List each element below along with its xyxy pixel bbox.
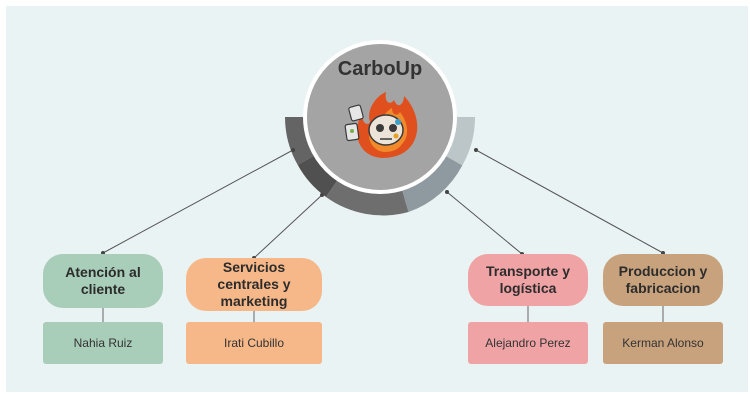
department-box-atencion-cliente: Atención al cliente [43,254,163,308]
person-name: Irati Cubillo [223,336,285,350]
department-label: Transporte y logística [485,263,571,296]
person-name: Nahia Ruiz [73,336,133,350]
connector-line [446,191,523,255]
connector-dot [474,148,478,152]
person-name: Alejandro Perez [485,336,571,350]
connector-dot [291,148,295,152]
person-name: Kerman Alonso [622,336,704,350]
connector-dot [445,190,449,194]
burning-skull-logo-icon [344,92,418,158]
connector-line [253,194,323,259]
connector-dot [320,193,324,197]
person-box-kerman-alonso: Kerman Alonso [603,322,723,364]
department-box-transporte-logistica: Transporte y logística [468,254,588,306]
department-label: Produccion y fabricacion [618,263,708,296]
ring-segment-4 [401,152,463,212]
ring-segment-2 [297,151,342,197]
department-box-servicios-centrales: Servicios centrales y marketing [186,258,322,311]
department-label: Atención al cliente [65,264,141,297]
department-label: Servicios centrales y marketing [217,259,291,309]
connector-line [475,149,664,254]
person-box-nahia-ruiz: Nahia Ruiz [43,322,163,364]
person-box-irati-cubillo: Irati Cubillo [186,322,322,364]
person-box-alejandro-perez: Alejandro Perez [468,322,588,364]
company-title: CarboUp [337,58,423,80]
connector-line [102,149,294,254]
department-box-produccion-fabricacion: Produccion y fabricacion [603,254,723,306]
